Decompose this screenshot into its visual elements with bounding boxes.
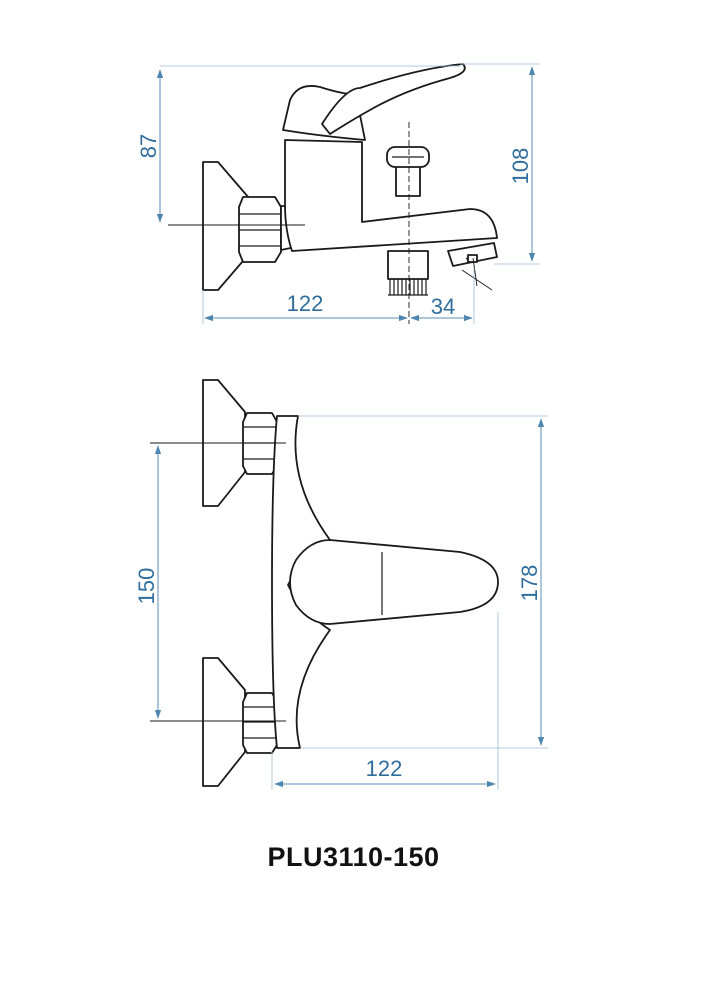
- shower-outlet: [387, 250, 429, 280]
- lever-handle-top: [289, 539, 499, 625]
- mixer-body-top: [271, 415, 331, 749]
- diverter-stem: [395, 165, 421, 197]
- side-view: 87 108 122 34: [136, 63, 540, 324]
- mixer-body: [284, 139, 498, 252]
- dim-122-side: 122: [287, 291, 324, 316]
- model-code: PLU3110-150: [267, 842, 440, 872]
- hex-nut-bottom: [242, 692, 278, 754]
- lever-handle: [321, 63, 466, 135]
- dim-122-top: 122: [366, 756, 403, 781]
- wall-flange-bottom: [202, 657, 246, 787]
- dim-178: 178: [517, 565, 542, 602]
- dim-108: 108: [508, 148, 533, 185]
- thread: [389, 279, 427, 295]
- dim-150: 150: [134, 568, 159, 605]
- top-view: 150 178 122: [134, 379, 548, 790]
- dim-34: 34: [431, 294, 455, 319]
- dim-87: 87: [136, 134, 161, 158]
